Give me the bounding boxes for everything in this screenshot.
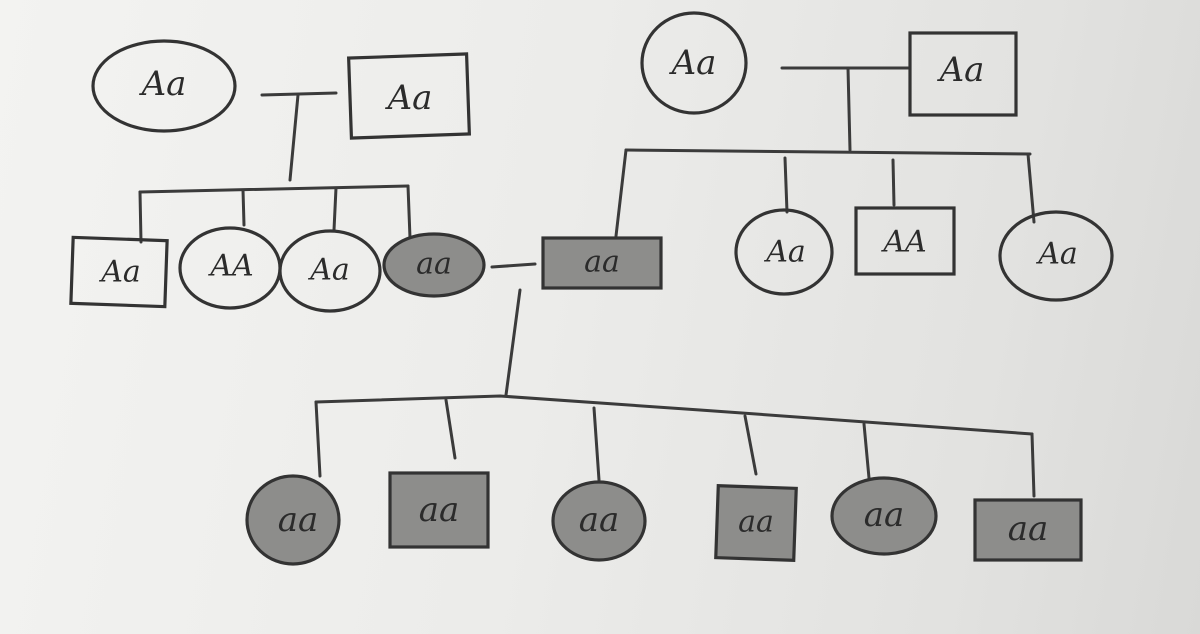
male-symbol	[908, 31, 1018, 117]
drop-line-right-4	[1026, 152, 1036, 224]
descent-line-right	[846, 66, 852, 152]
individual-gen3-1: aa	[245, 474, 341, 566]
genotype-label: aa	[278, 500, 319, 540]
sibship-line-right	[624, 148, 1032, 156]
drop-line-gen3-2	[444, 398, 457, 460]
individual-right-father: Aa	[908, 31, 1018, 117]
male-symbol-affected	[388, 471, 490, 549]
individual-left-child-4: aa	[382, 232, 486, 298]
male-symbol	[854, 206, 956, 276]
individual-left-child-3: Aa	[278, 229, 382, 313]
drop-line-left-2	[241, 188, 246, 227]
drop-line-left-4	[406, 184, 412, 240]
drop-line-gen3-3	[592, 406, 601, 482]
genotype-label: aa	[1008, 509, 1049, 549]
genotype-label: Aa	[385, 78, 433, 118]
individual-left-child-2: AA	[178, 226, 282, 310]
drop-line-gen3-6	[1030, 432, 1036, 498]
male-symbol-affected	[541, 236, 663, 290]
individual-gen3-4: aa	[714, 484, 798, 562]
genotype-label: Aa	[1035, 237, 1078, 272]
female-symbol-affected	[382, 232, 486, 298]
male-symbol-affected	[714, 484, 798, 562]
genotype-label: AA	[207, 249, 253, 284]
drop-line-right-3	[891, 158, 896, 207]
genotype-label: AA	[880, 225, 926, 260]
genotype-label: Aa	[937, 50, 985, 90]
individual-gen3-6: aa	[973, 498, 1083, 562]
individual-gen3-5: aa	[830, 476, 938, 556]
individual-right-child-4: Aa	[998, 210, 1114, 302]
genotype-label: Aa	[139, 64, 187, 104]
individual-right-child-3: AA	[854, 206, 956, 276]
individual-left-child-1: Aa	[69, 235, 169, 309]
genotype-label: aa	[579, 500, 620, 540]
female-symbol	[640, 11, 748, 115]
genotype-label: Aa	[98, 255, 141, 290]
female-symbol	[91, 39, 237, 133]
genotype-label: aa	[419, 490, 460, 530]
genotype-label: Aa	[669, 43, 717, 83]
individual-right-child-1: aa	[541, 236, 663, 290]
drop-line-gen3-5	[862, 422, 871, 480]
male-symbol-affected	[973, 498, 1083, 562]
female-symbol	[998, 210, 1114, 302]
genotype-label: Aa	[763, 235, 806, 270]
female-symbol-affected	[551, 480, 647, 562]
descent-line-center	[504, 288, 522, 397]
female-symbol-affected	[830, 476, 938, 556]
mating-line-center	[490, 262, 537, 269]
drop-line-left-3	[332, 186, 338, 232]
genotype-label: aa	[416, 247, 452, 282]
genotype-label: Aa	[307, 253, 350, 288]
lines-left-family	[138, 91, 412, 244]
female-symbol	[278, 229, 382, 313]
individual-left-father: Aa	[346, 52, 472, 140]
female-symbol	[734, 208, 834, 296]
sibship-line-left	[138, 184, 410, 194]
drop-line-right-2	[783, 156, 789, 214]
drop-line-right-1	[614, 148, 628, 238]
lines-right-family	[614, 66, 1036, 238]
individual-left-mother: Aa	[91, 39, 237, 133]
male-symbol	[346, 52, 472, 140]
drop-line-gen3-1	[314, 400, 322, 478]
genotype-label: aa	[584, 245, 620, 280]
individual-right-mother: Aa	[640, 11, 748, 115]
drop-line-gen3-4	[743, 414, 758, 476]
descent-line-left	[288, 93, 300, 182]
individual-gen3-2: aa	[388, 471, 490, 549]
male-symbol	[69, 235, 169, 309]
individual-right-child-2: Aa	[734, 208, 834, 296]
lines-generation-three	[314, 262, 1036, 498]
drop-line-left-1	[138, 190, 143, 244]
genotype-label: aa	[864, 495, 905, 535]
individual-gen3-3: aa	[551, 480, 647, 562]
sibship-line-gen3	[314, 394, 1034, 436]
female-symbol-affected	[245, 474, 341, 566]
genotype-label: aa	[738, 505, 774, 540]
